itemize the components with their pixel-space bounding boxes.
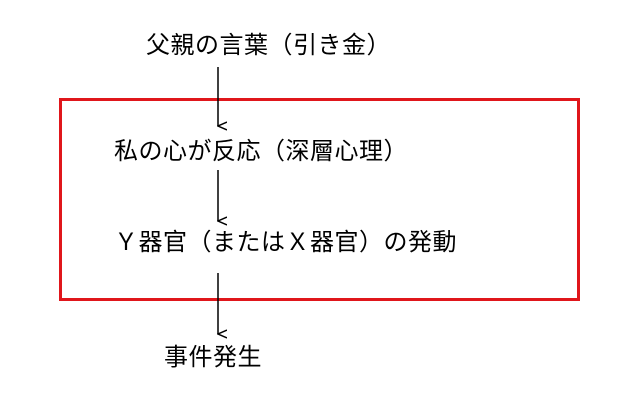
node-trigger: 父親の言葉（引き金） [146,31,391,59]
node-reaction: 私の心が反応（深層心理） [114,137,408,165]
node-organ: Ｙ器官（またはＸ器官）の発動 [114,228,457,256]
node-event: 事件発生 [164,343,262,371]
inner-process-frame [59,98,580,301]
